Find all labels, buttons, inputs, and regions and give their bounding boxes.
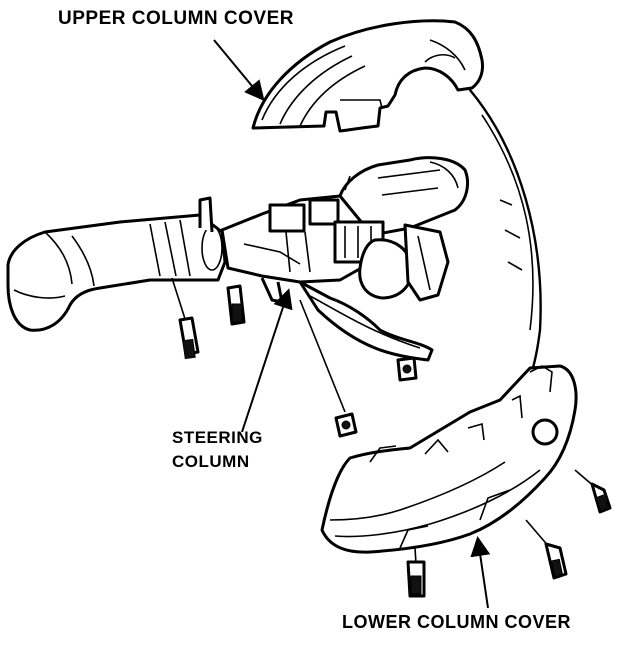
screw-bottom-left bbox=[406, 547, 426, 598]
nut-right bbox=[396, 356, 418, 382]
steering-column-leader-line bbox=[241, 288, 293, 433]
bolt-center-left bbox=[226, 284, 246, 326]
lower-column-cover-label: LOWER COLUMN COVER bbox=[342, 612, 571, 632]
lower-cover-leader-arrow bbox=[470, 536, 491, 609]
steering-column-label-line2: COLUMN bbox=[172, 452, 250, 471]
steering-column bbox=[6, 156, 469, 362]
upper-column-cover-label: UPPER COLUMN COVER bbox=[58, 8, 294, 29]
screw-right bbox=[574, 469, 612, 514]
steering-wheel-rim bbox=[468, 88, 542, 397]
steering-column-label-line1: STEERING bbox=[172, 428, 263, 447]
bolt-left bbox=[171, 277, 200, 360]
lower-column-cover bbox=[320, 364, 578, 554]
steering-column-label: STEERING COLUMN bbox=[172, 426, 263, 474]
screw-bottom-right bbox=[525, 519, 568, 580]
nut-center bbox=[299, 299, 358, 438]
upper-cover-leader-arrow bbox=[213, 39, 265, 102]
upper-column-cover bbox=[251, 19, 484, 133]
